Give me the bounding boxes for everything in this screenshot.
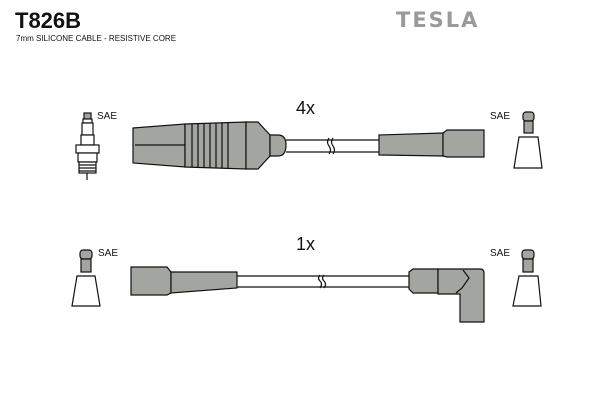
cable-description: 7mm SILICONE CABLE - RESISTIVE CORE: [16, 34, 177, 43]
brand-logo: TESLA: [396, 8, 480, 32]
straight-boot: [378, 129, 485, 158]
sae-label-lead2-left: SAE: [98, 248, 119, 259]
cable-lead-1: [286, 137, 379, 155]
terminal-cap-icon: [71, 249, 101, 307]
straight-boot: [130, 266, 238, 296]
terminal-cap-icon: [513, 111, 543, 169]
lead-quantity-2: 1x: [296, 234, 316, 254]
part-number: T826B: [15, 8, 82, 33]
lead-quantity-1: 4x: [296, 98, 316, 118]
angled-boot-90: [408, 268, 485, 323]
terminal-cap-icon: [512, 249, 542, 307]
sae-label-lead1-right: SAE: [490, 111, 511, 122]
cable-lead-2: [237, 274, 409, 289]
sae-label-lead1-left: SAE: [97, 111, 118, 122]
straight-boot-long: [132, 121, 287, 170]
sae-label-lead2-right: SAE: [490, 248, 511, 259]
spark-plug-icon: [75, 112, 100, 180]
